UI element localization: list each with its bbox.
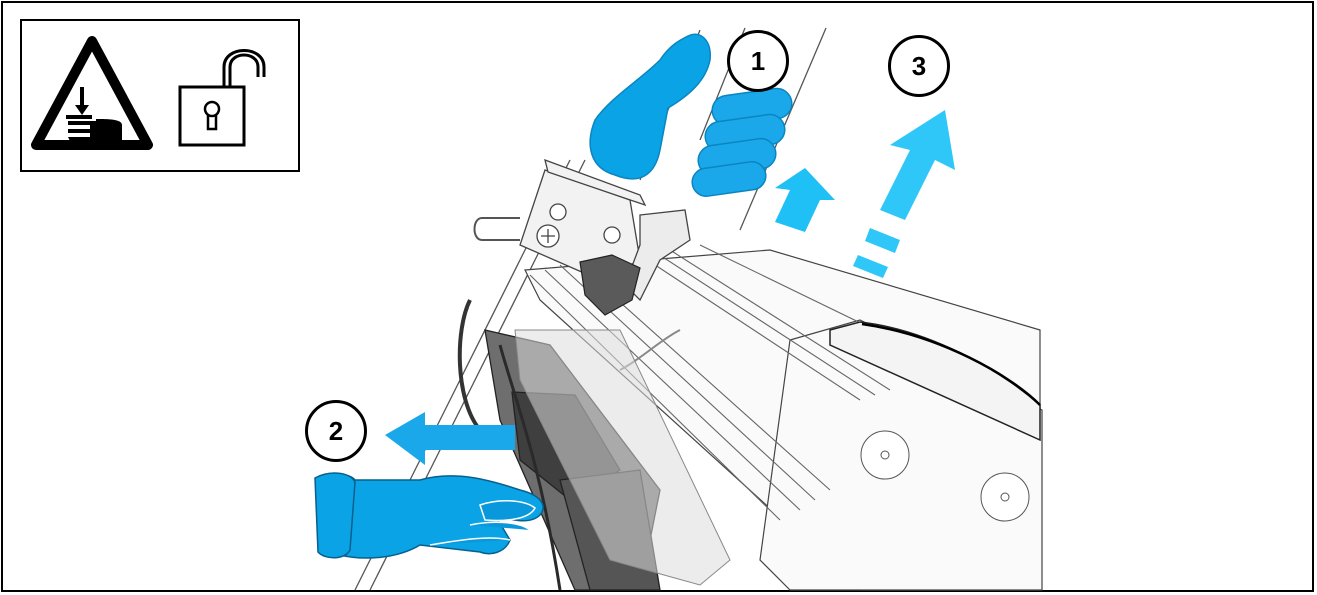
upper-right-block <box>829 321 1041 442</box>
step-badge-1: 1 <box>727 30 789 92</box>
upper-glove-hand <box>589 33 711 180</box>
hand-crush-warning-icon <box>31 36 153 150</box>
step-number-label: 3 <box>911 50 927 81</box>
lower-glove-fingers <box>429 500 536 546</box>
step-number-label: 2 <box>328 415 344 446</box>
warning-icon-panel <box>20 19 300 172</box>
housing-bolts <box>860 430 1030 522</box>
lift-arrow <box>775 168 835 232</box>
transparent-tube <box>514 329 731 586</box>
mounting-bracket <box>473 158 691 302</box>
lower-glove-hand <box>314 472 544 559</box>
pull-arrow <box>385 412 515 465</box>
latch-mechanism <box>579 254 641 316</box>
step-badge-3: 3 <box>888 35 950 97</box>
lift-dashed-arrow <box>853 110 955 278</box>
step-badge-2: 2 <box>305 400 367 462</box>
unlocked-padlock-icon <box>178 49 266 147</box>
step-number-label: 1 <box>750 45 766 76</box>
upper-glove-fingers <box>691 87 793 197</box>
